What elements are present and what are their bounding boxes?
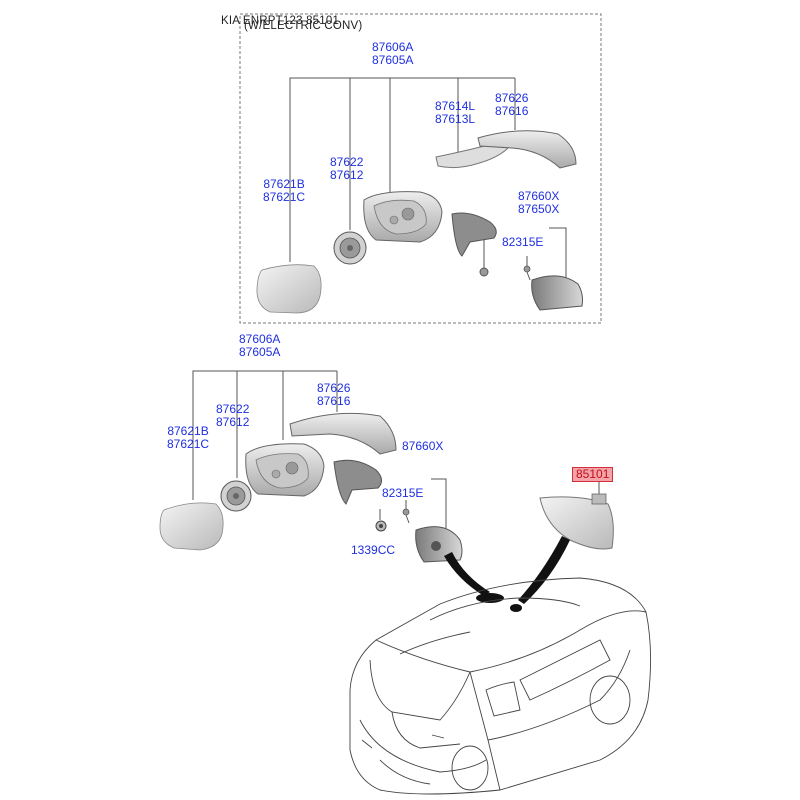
part-number: 87621C	[167, 437, 210, 451]
part-number: 87621B	[263, 177, 305, 191]
part-number: 87650X	[518, 202, 560, 216]
part-number: 87605A	[239, 345, 281, 359]
upper-base-cover	[531, 275, 583, 311]
upper-side-lamp	[435, 141, 509, 169]
header-model: KIA ENRPT123 85101	[221, 15, 339, 27]
part-number: 87614L	[435, 99, 476, 113]
upper-screw-label[interactable]: 82315E	[502, 235, 544, 249]
upper-actuator-label[interactable]: 87622 87612	[330, 156, 363, 182]
header-model-text: KIA	[221, 15, 240, 27]
upper-leader-lines	[289, 77, 567, 290]
lower-base-cover	[415, 526, 463, 563]
lower-actuator	[220, 480, 252, 512]
part-number: 87626	[495, 91, 529, 105]
part-number: 87621B	[167, 424, 209, 438]
upper-actuator	[333, 231, 367, 265]
lower-actuator-label[interactable]: 87622 87612	[216, 403, 249, 429]
lower-screw	[402, 508, 410, 524]
part-number: 87660X	[518, 189, 560, 203]
part-number: 87621C	[263, 190, 306, 204]
part-number: 87612	[330, 168, 364, 182]
header-variant: (W/ELECTRIC CONV)	[244, 20, 363, 32]
lower-assembly-label[interactable]: 87606A 87605A	[239, 333, 280, 359]
inside-mirror-part-label[interactable]: 85101	[572, 467, 614, 482]
lower-mirror-glass-label[interactable]: 87621B 87621C	[167, 425, 209, 451]
upper-mirror-glass	[256, 264, 322, 314]
part-number: 87606A	[372, 40, 414, 54]
part-number: 87622	[330, 155, 364, 169]
upper-screw	[523, 265, 531, 281]
lower-mirror-glass	[159, 502, 224, 551]
upper-scalp-cover	[477, 130, 577, 169]
upper-lamp-label[interactable]: 87614L 87613L	[435, 100, 475, 126]
header-code-text: ENRPT123 85101	[242, 15, 340, 27]
upper-assembly-label[interactable]: 87606A 87605A	[372, 41, 413, 67]
lower-screw-label[interactable]: 82315E	[382, 486, 424, 500]
upper-base-cover-label[interactable]: 87660X 87650X	[518, 190, 559, 216]
upper-mirror-glass-label[interactable]: 87621B 87621C	[263, 178, 305, 204]
part-number: 87616	[317, 394, 351, 408]
lower-nut	[375, 520, 387, 532]
variant-frame	[239, 13, 602, 324]
lower-leader-lines	[192, 370, 447, 534]
part-number: 87612	[216, 415, 250, 429]
lower-nut-label[interactable]: 1339CC	[351, 543, 396, 557]
location-pointers	[444, 536, 570, 612]
part-number: 87606A	[239, 332, 281, 346]
lower-mirror-housing	[245, 443, 325, 497]
part-number: 87613L	[435, 112, 476, 126]
lower-scalp-cover-label[interactable]: 87626 87616	[317, 382, 350, 408]
part-number: 87616	[495, 104, 529, 118]
part-number: 87605A	[372, 53, 414, 67]
lower-mirror-base	[333, 459, 382, 505]
upper-mirror-housing	[363, 191, 443, 243]
upper-mirror-base	[451, 212, 497, 277]
upper-scalp-cover-label[interactable]: 87626 87616	[495, 92, 528, 118]
part-number: 87622	[216, 402, 250, 416]
inside-rear-view-mirror	[539, 482, 614, 550]
vehicle-illustration	[349, 577, 652, 795]
part-number: 87626	[317, 381, 351, 395]
lower-base-cover-label[interactable]: 87660X	[402, 439, 444, 453]
lower-scalp-cover	[289, 412, 397, 455]
